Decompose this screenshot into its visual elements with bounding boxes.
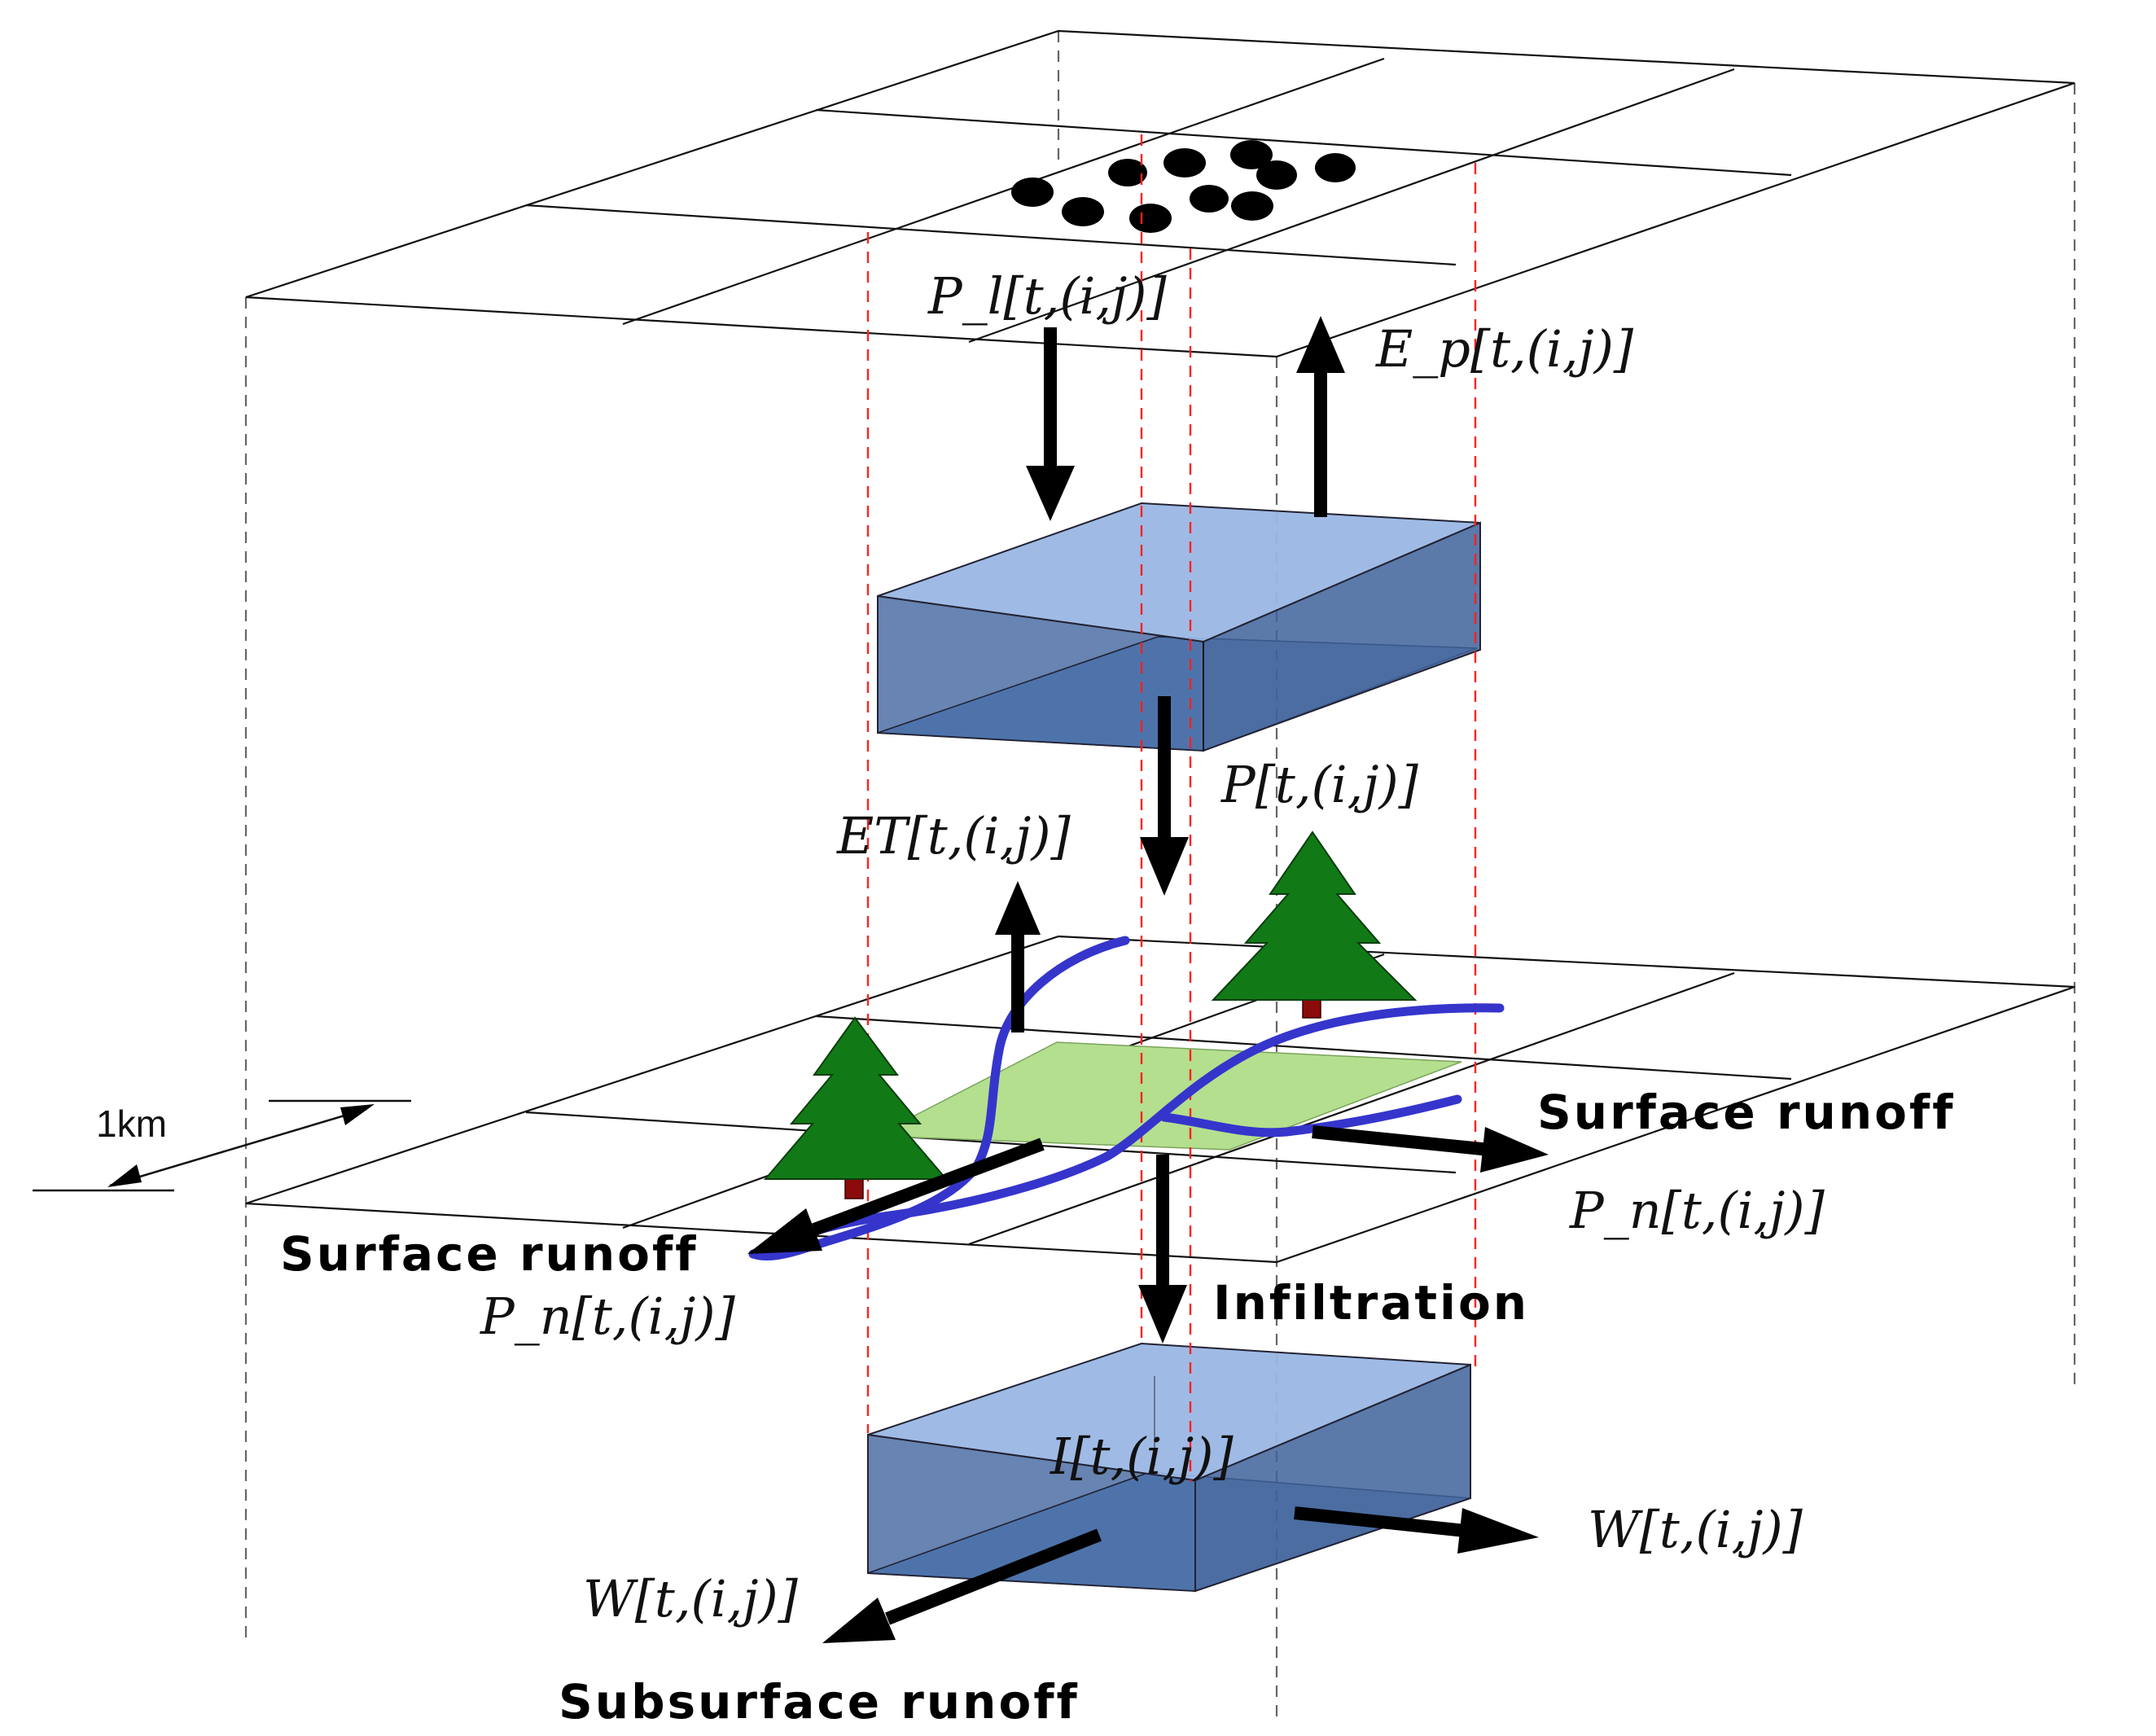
top-grid xyxy=(245,29,2075,358)
scale-label: 1km xyxy=(96,1103,167,1145)
infiltration-arrow xyxy=(1138,1155,1187,1344)
surface-runoff-right-label: Surface runoff xyxy=(1537,1085,1955,1140)
canopy-store-box xyxy=(877,502,1481,752)
net-precip-right-label: P_n[t,(i,j)] xyxy=(1569,1181,1825,1240)
tree-icon xyxy=(763,1016,949,1199)
potential-evaporation-label: E_p[t,(i,j)] xyxy=(1375,319,1634,379)
infiltration-label: Infiltration xyxy=(1213,1275,1529,1330)
evapotranspiration-arrow xyxy=(995,881,1041,1032)
raindrop xyxy=(1062,197,1104,226)
raindrop xyxy=(1315,153,1356,182)
scale-bar: 1km xyxy=(33,1099,411,1192)
soil-store-box xyxy=(867,1342,1471,1593)
raindrop xyxy=(1231,191,1273,221)
surface-runoff-left-arrow xyxy=(747,1138,1045,1254)
raindrop xyxy=(1230,140,1273,169)
subsurface-runoff-left-arrow xyxy=(822,1528,1102,1643)
surface-runoff-left-label: Surface runoff xyxy=(280,1226,698,1282)
subsurface-flow-left-label: W[t,(i,j)] xyxy=(583,1569,799,1629)
tree-icon xyxy=(1211,831,1418,1019)
river-channel xyxy=(777,1003,1505,1249)
raindrop xyxy=(1011,178,1054,207)
rain-drops xyxy=(1011,140,1356,233)
throughfall-arrow xyxy=(1140,696,1189,896)
precipitation-arrow xyxy=(1026,327,1075,521)
raindrop xyxy=(1190,185,1229,213)
subsurface-flow-right-label: W[t,(i,j)] xyxy=(1588,1500,1803,1559)
raindrop xyxy=(1256,160,1297,190)
evaporation-arrow xyxy=(1296,316,1345,517)
surface-runoff-right-arrow xyxy=(1312,1125,1549,1173)
throughfall-label: P[t,(i,j)] xyxy=(1220,755,1419,814)
subsurface-runoff-label: Subsurface runoff xyxy=(559,1674,1080,1729)
river-channel xyxy=(1159,1094,1462,1138)
net-precip-left-label: P_n[t,(i,j)] xyxy=(480,1287,736,1346)
raindrop xyxy=(1129,204,1172,233)
raindrop xyxy=(1163,148,1206,178)
precipitation-label: P_l[t,(i,j)] xyxy=(927,266,1167,326)
raindrop xyxy=(1108,159,1147,186)
evapotranspiration-label: ET[t,(i,j)] xyxy=(836,806,1071,866)
subsurface-runoff-right-arrow xyxy=(1294,1506,1539,1554)
infiltration-rate-label: I[t,(i,j)] xyxy=(1050,1427,1234,1486)
